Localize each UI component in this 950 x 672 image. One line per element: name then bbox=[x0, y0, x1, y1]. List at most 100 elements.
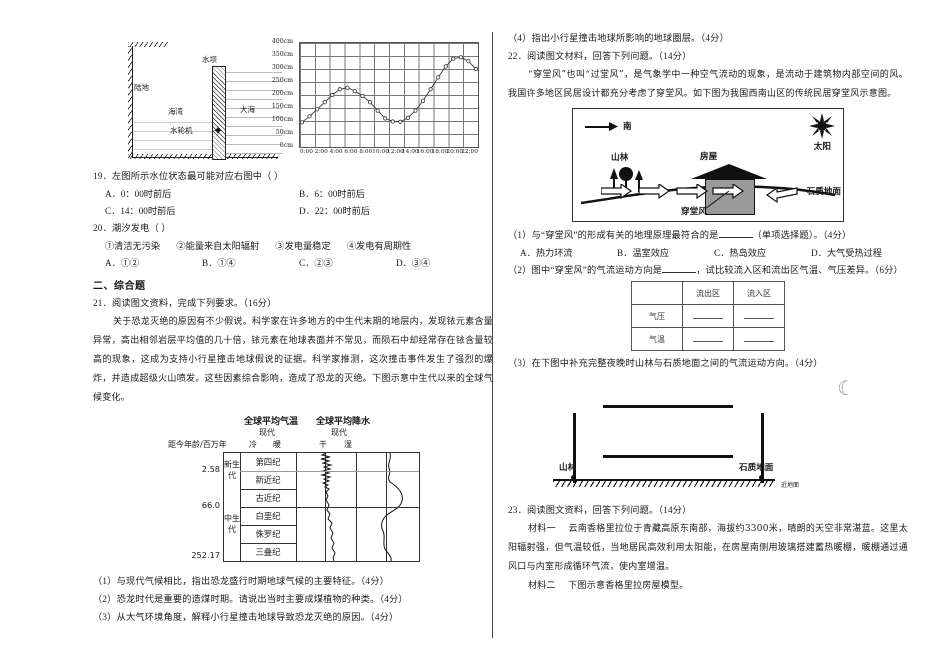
q20-item-2: ②能量来自太阳辐射 bbox=[176, 241, 260, 251]
q20-option-b[interactable]: B．①④ bbox=[202, 258, 236, 268]
chart-x-tick: 6:00 bbox=[344, 149, 358, 155]
label-land: 陆地 bbox=[134, 83, 149, 92]
material-2-text: 下图示意香格里拉房屋模型。 bbox=[568, 581, 689, 591]
question-22-stem: 22．阅读图文材料，回答下列问题。（14分） bbox=[508, 51, 692, 61]
geo-table: 新生代 中生代 第四纪 新近纪 古近纪 白垩纪 侏罗纪 三叠纪 bbox=[223, 452, 420, 562]
label-bay: 海湾 bbox=[168, 107, 183, 116]
label-dam: 水坝 bbox=[202, 55, 217, 64]
q20-item-4: ④发电有周期性 bbox=[346, 241, 412, 251]
q22-sub1-answer-blank[interactable] bbox=[718, 237, 753, 238]
section-2-title: 二、综合题 bbox=[93, 281, 146, 292]
label-south: 南 bbox=[623, 122, 632, 132]
question-22-sub-2: （2）图中“穿堂风”的气流运动方向是 ，试比较流入区和流出区气温、气压差异。（6分… bbox=[508, 262, 908, 278]
cell-temperature-outflow[interactable] bbox=[682, 327, 734, 351]
q22-option-a[interactable]: A．热力环流 bbox=[520, 248, 573, 258]
dam-structure bbox=[212, 66, 226, 160]
chart-y-tick: 350cm bbox=[271, 51, 293, 58]
q19-option-c[interactable]: C．14：00时前后 bbox=[105, 206, 176, 216]
night-label-ground: 近地面 bbox=[781, 482, 800, 489]
question-21-sub-4: （4）指出小行星撞击地球所影响的地球圈层。（4分） bbox=[508, 33, 729, 43]
night-circulation-diagram: ☾ 山林 石质地面 近地面 bbox=[543, 375, 873, 500]
chart-x-tick: 10:00 bbox=[372, 149, 389, 155]
upper-horizontal-line bbox=[603, 405, 733, 408]
geo-col1-left-label: 冷 bbox=[249, 440, 257, 449]
sea-water-lines bbox=[226, 72, 282, 156]
label-sun: 太阳 bbox=[813, 142, 831, 152]
forest-point-marker bbox=[571, 475, 576, 480]
table-corner-cell bbox=[631, 281, 683, 305]
land-edge-hatch bbox=[128, 46, 133, 158]
question-20-items: ①清洁无污染 ②能量来自太阳辐射 ③发电量稳定 ④发电有周期性 bbox=[93, 238, 493, 255]
cell-temperature-inflow[interactable] bbox=[733, 327, 785, 351]
q22-sub1-text: （1）与“穿堂风”的形成有关的地理原理最符合的是 bbox=[508, 230, 719, 240]
question-22-sub-1: （1）与“穿堂风”的形成有关的地理原理最符合的是 （单项选择题）。（4分） bbox=[508, 227, 908, 243]
chart-y-tick: 50cm bbox=[275, 129, 293, 136]
geo-age-column: 2.58 66.0 252.17 bbox=[168, 452, 222, 560]
question-21-sub-2: （2）恐龙时代是重要的造煤时期。请说出当时主要成煤植物的种类。（4分） bbox=[93, 594, 408, 604]
question-19-options-row1: A．0：00时前后 B．6：00时前后 bbox=[93, 186, 493, 203]
question-23-material-1: 材料一 云南香格里拉位于青藏高原东南部，海拔约3300米，晴朗的天空非常湛蓝。这… bbox=[508, 520, 908, 577]
night-label-forest: 山林 bbox=[559, 463, 577, 473]
question-22-sub-3: （3）在下图中补充完整夜晚时山林与石质地面之间的气流运动方向。（4分） bbox=[508, 358, 823, 368]
chart-plot-area bbox=[299, 42, 479, 148]
label-turbine: 水轮机 bbox=[170, 126, 193, 135]
q22-sub2-text-a: （2）图中“穿堂风”的气流运动方向是 bbox=[508, 265, 663, 275]
question-19-options-row2: C．14：00时前后 D．22：00时前后 bbox=[93, 203, 493, 220]
question-22-paragraph: “穿堂风”也叫“过堂风”，是气象学中一种空气流动的现象，是流动于建筑物内部空间的… bbox=[508, 70, 908, 99]
chart-x-tick: 14:00 bbox=[401, 149, 419, 155]
cell-pressure-outflow[interactable] bbox=[682, 304, 734, 328]
question-21-paragraph: 关于恐龙灭绝的原因有不少假说。科学家在许多地方的中生代末期的地层内，发现铱元素含… bbox=[93, 317, 493, 403]
q22-option-d[interactable]: D．大气受热过程 bbox=[811, 248, 882, 258]
question-23-stem: 23．阅读图文资料，回答下列问题。（14分） bbox=[508, 505, 692, 515]
right-column: （4）指出小行星撞击地球所影响的地球圈层。（4分） 22．阅读图文材料，回答下列… bbox=[508, 30, 908, 596]
cell-pressure-inflow[interactable] bbox=[733, 304, 785, 328]
q20-option-a[interactable]: A．①② bbox=[105, 258, 140, 268]
q20-option-c[interactable]: C．②③ bbox=[299, 258, 333, 268]
caption-leader-line bbox=[704, 191, 730, 210]
geological-climate-chart: 全球平均气温 全球平均降水 现代 现代 冷 暖 干 湿 距今年龄/百万年 2.5… bbox=[168, 414, 420, 569]
label-cross-ventilation: 穿堂风 bbox=[681, 207, 707, 217]
q22-option-b[interactable]: B．温室效应 bbox=[617, 248, 670, 258]
geo-period-neogene: 新近纪 bbox=[240, 471, 296, 490]
chart-y-tick: 300cm bbox=[271, 64, 293, 71]
geo-col1-right-label: 暖 bbox=[273, 440, 281, 449]
q20-option-d[interactable]: D．③④ bbox=[396, 258, 431, 268]
chart-y-tick: 150cm bbox=[271, 103, 293, 110]
chart-y-tick: 250cm bbox=[271, 77, 293, 84]
land-boundary-line bbox=[132, 46, 133, 158]
right-vertical-line bbox=[761, 413, 764, 483]
question-21-sub-3: （3）从大气环境角度，解释小行星撞击地球导致恐龙灭绝的原因。（4分） bbox=[93, 612, 399, 622]
table-header-row: 流出区 流入区 bbox=[631, 281, 785, 305]
chart-y-tick: 100cm bbox=[271, 116, 293, 123]
q22-sub2-text-b: ，试比较流入区和流出区气温、气压差异。（6分） bbox=[696, 265, 903, 275]
geo-era-cenozoic: 新生代 bbox=[224, 460, 240, 480]
house-body bbox=[705, 179, 755, 215]
q19-option-b[interactable]: B．6：00时前后 bbox=[299, 189, 365, 199]
q19-option-a[interactable]: A．0：00时前后 bbox=[105, 189, 172, 199]
ground-surface-hatch bbox=[553, 481, 775, 487]
tide-curve bbox=[300, 55, 478, 125]
q20-item-3: ③发电量稳定 bbox=[275, 241, 331, 251]
tidal-dam-diagram: ✦ 陆地 海湾 水坝 大海 水轮机 bbox=[108, 38, 286, 160]
stone-point-marker bbox=[759, 475, 764, 480]
q20-item-1: ①清洁无污染 bbox=[105, 241, 161, 251]
geo-precip-curve bbox=[381, 453, 403, 561]
dam-top-hatch bbox=[128, 42, 168, 47]
geo-boundary-66 bbox=[240, 507, 419, 508]
geo-col1-now: 现代 bbox=[259, 428, 275, 437]
chart-x-tick: 18:00 bbox=[431, 149, 449, 155]
q22-sub2-answer-blank[interactable] bbox=[662, 272, 697, 273]
forest-trees-icon bbox=[610, 167, 643, 192]
label-forest: 山林 bbox=[611, 153, 629, 163]
question-22-sub1-options: A．热力环流 B．温室效应 C．热岛效应 D．大气受热过程 bbox=[508, 245, 908, 262]
geo-age-axis-label: 距今年龄/百万年 bbox=[168, 440, 227, 449]
geo-age-2: 66.0 bbox=[201, 500, 220, 510]
material-1-text: 云南香格里拉位于青藏高原东南部，海拔约3300米，晴朗的天空非常湛蓝。这里太阳辐… bbox=[508, 524, 908, 572]
q22-sub1-tail: （单项选择题）。（4分） bbox=[752, 230, 852, 240]
q19-option-d[interactable]: D．22：00时前后 bbox=[299, 206, 370, 216]
chart-y-tick: 200cm bbox=[271, 90, 293, 97]
q22-option-c[interactable]: C．热岛效应 bbox=[714, 248, 767, 258]
